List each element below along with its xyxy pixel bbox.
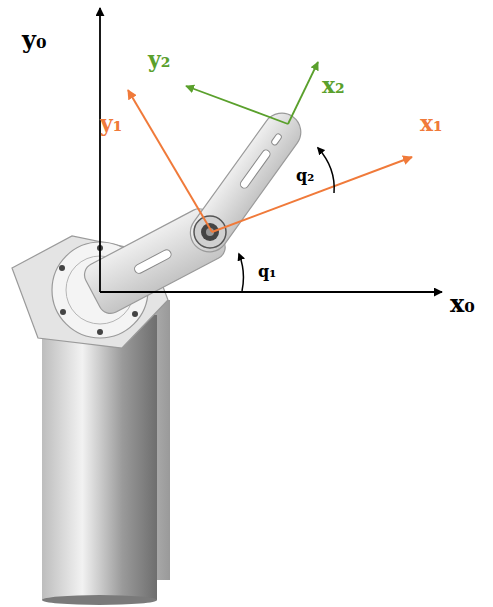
axis-label: y₂ xyxy=(148,48,170,70)
axis-label: x₁ xyxy=(420,112,443,134)
link-two xyxy=(183,106,308,260)
x1-axis xyxy=(212,157,412,232)
angle-label: q₂ xyxy=(296,168,314,184)
x0-axis xyxy=(100,291,442,293)
link-one xyxy=(80,205,229,318)
q2-arc xyxy=(318,148,334,193)
x2-axis xyxy=(288,62,318,124)
axis-label: y₀ xyxy=(22,28,46,52)
axis-label: y₁ xyxy=(100,112,122,134)
y0-axis xyxy=(99,8,101,292)
elbow-joint xyxy=(194,216,226,248)
axis-label: x₂ xyxy=(322,74,345,96)
y1-axis xyxy=(128,90,212,232)
axis-label: x₀ xyxy=(450,292,475,316)
angle-label: q₁ xyxy=(258,264,276,280)
y2-axis xyxy=(186,86,288,124)
q1-arc xyxy=(239,254,243,291)
